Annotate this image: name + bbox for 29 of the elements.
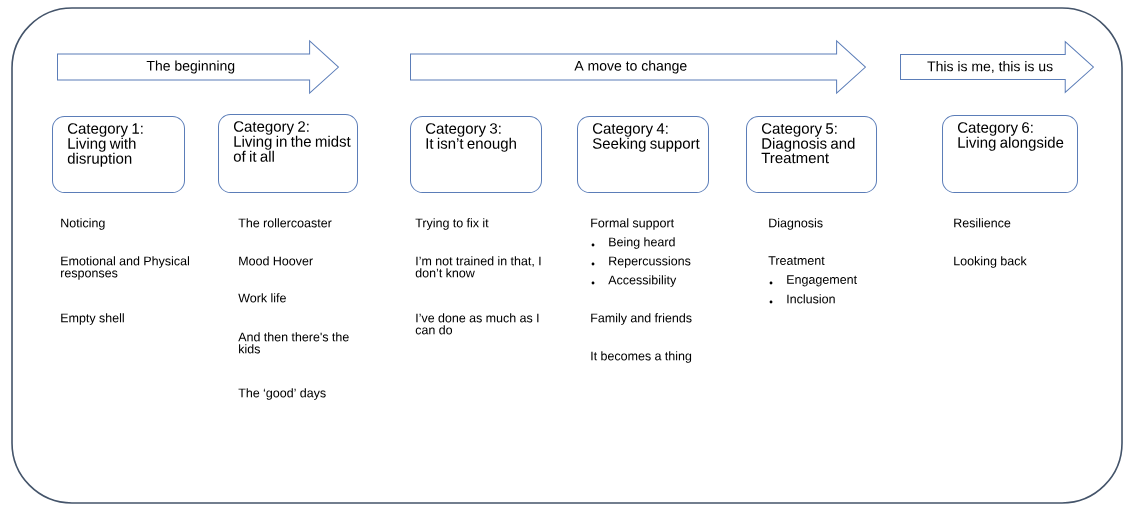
- theme-item: Looking back: [954, 256, 1027, 268]
- bullet-item: Inclusion: [769, 294, 835, 304]
- category-box: Category 1: Living with disruption: [52, 116, 185, 193]
- theme-item: Formal support: [591, 218, 674, 230]
- theme-item: Trying to fix it: [415, 218, 489, 230]
- category-box: Category 2: Living in the midst of it all: [218, 114, 358, 193]
- theme-item: Empty shell: [61, 313, 124, 325]
- theme-item: It becomes a thing: [591, 351, 692, 363]
- bullet-item: Repercussions: [591, 256, 691, 268]
- bullet-item: Accessibility: [591, 275, 677, 287]
- category-box: Category 6: Living alongside: [942, 115, 1078, 193]
- bullet-item: Being heard: [591, 237, 675, 249]
- theme-item: Family and friends: [591, 313, 692, 325]
- category-box: Category 4: Seeking support: [577, 116, 709, 193]
- theme-item: Diagnosis: [769, 218, 823, 230]
- theme-item: Treatment: [768, 256, 825, 265]
- theme-item: Emotional and Physical responses: [61, 256, 189, 280]
- theme-item: Noticing: [61, 218, 105, 230]
- category-box: Category 3: It isn’t enough: [410, 116, 542, 193]
- theme-item: Resilience: [954, 218, 1011, 228]
- theme-item: Mood Hoover: [239, 256, 313, 266]
- theme-item: I’ve done as much as I can do: [415, 313, 539, 335]
- theme-item: I’m not trained in that, I don’t know: [415, 256, 541, 278]
- category-box: Category 5: Diagnosis and Treatment: [746, 116, 877, 193]
- theme-item: The ‘good’ days: [238, 388, 326, 400]
- theme-item: The rollercoaster: [238, 218, 332, 228]
- theme-item: Work life: [238, 293, 286, 303]
- theme-item: And then there's the kids: [238, 332, 349, 354]
- bullet-item: Engagement: [769, 275, 857, 287]
